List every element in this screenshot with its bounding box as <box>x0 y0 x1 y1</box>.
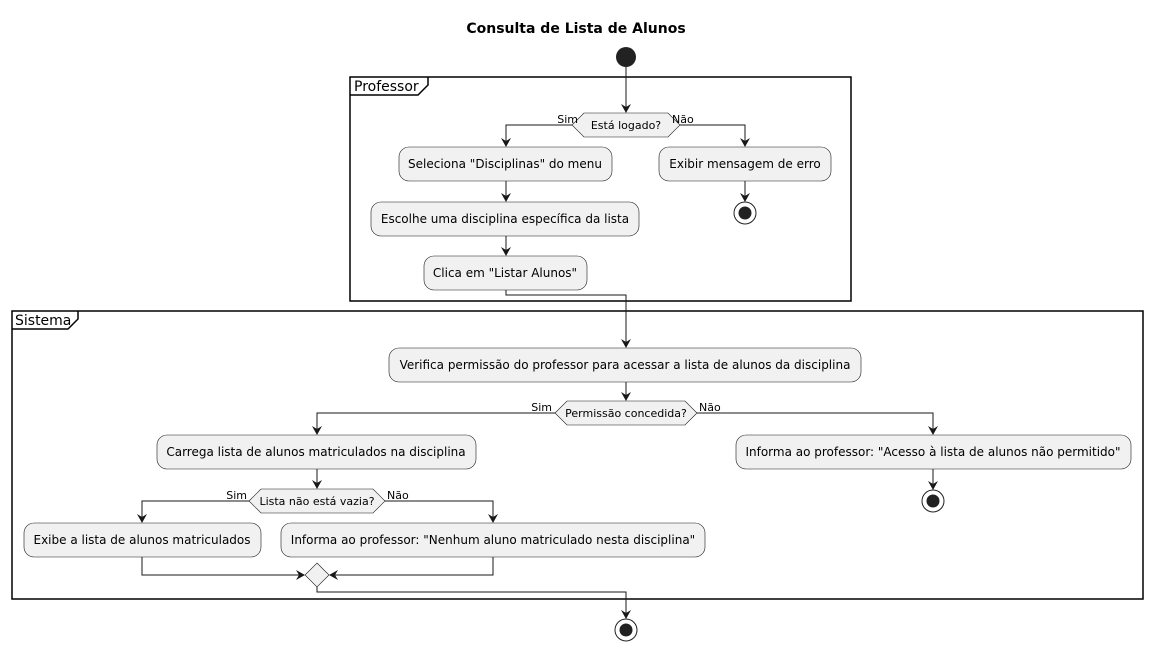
arrow-head <box>312 426 322 435</box>
partition-sistema: Sistema <box>11 310 1144 600</box>
stop-node-negado <box>926 494 940 508</box>
activity-carrega-label: Carrega lista de alunos matriculados na … <box>166 445 465 459</box>
flow-merge-to-stop <box>316 587 627 614</box>
arrow-head <box>137 514 147 523</box>
arrow-head <box>621 392 631 401</box>
decision-permissao-label: Permissão concedida? <box>565 407 687 420</box>
arrow-head <box>501 138 511 147</box>
arrow-head <box>296 570 305 580</box>
flow-logado-sim <box>505 124 572 142</box>
arrow-head <box>329 570 338 580</box>
partition-professor-tab <box>350 77 429 96</box>
flow-exibe-to-merge <box>141 557 300 576</box>
arrow-head <box>501 247 511 256</box>
decision-logado-no: Não <box>672 113 694 126</box>
flow-vazia-nao <box>385 500 494 518</box>
flow-clica-to-verifica <box>505 290 627 343</box>
arrow-head <box>928 426 938 435</box>
flow-logado-nao <box>680 124 746 142</box>
merge-node <box>304 562 330 588</box>
decision-vazia-yes: Sim <box>226 489 247 502</box>
arrow-head <box>312 480 322 489</box>
stop-node-negado-outer <box>921 489 945 513</box>
decision-vazia-no: Não <box>387 489 409 502</box>
partition-professor-label: Professor <box>354 79 419 95</box>
arrow-head <box>928 481 938 490</box>
activity-negado-label: Informa ao professor: "Acesso à lista de… <box>745 445 1120 459</box>
flow-nenhum-to-merge <box>334 557 494 576</box>
activity-verifica <box>388 347 862 383</box>
arrow-head <box>621 339 631 348</box>
decision-permissao-yes: Sim <box>531 401 552 414</box>
activity-erro-label: Exibir mensagem de erro <box>669 157 820 171</box>
arrow-head <box>621 104 631 113</box>
activity-seleciona-label: Seleciona "Disciplinas" do menu <box>408 157 602 171</box>
activity-escolhe <box>370 201 640 237</box>
activity-nenhum-label: Informa ao professor: "Nenhum aluno matr… <box>291 533 695 547</box>
activity-exibe-label: Exibe a lista de alunos matriculados <box>33 533 250 547</box>
decision-logado-label: Está logado? <box>591 119 661 132</box>
arrow-head <box>740 193 750 202</box>
diagram-title: Consulta de Lista de Alunos <box>466 21 685 37</box>
partition-professor-frame <box>349 76 852 302</box>
activity-verifica-label: Verifica permissão do professor para ace… <box>400 358 851 372</box>
arrow-head <box>621 610 631 619</box>
decision-vazia-label: Lista não está vazia? <box>259 495 374 508</box>
decision-permissao-no: Não <box>699 401 721 414</box>
arrow-head <box>740 138 750 147</box>
activity-clica-label: Clica em "Listar Alunos" <box>433 266 577 280</box>
flow-permissao-nao <box>697 412 934 430</box>
flow-permissao-sim <box>316 412 555 430</box>
partition-professor: Professor <box>349 76 852 302</box>
stop-node-final <box>619 623 633 637</box>
arrow-head <box>501 193 511 202</box>
stop-node-erro-outer <box>733 201 757 225</box>
start-node <box>616 47 636 67</box>
stop-node-final-outer <box>614 618 638 642</box>
decision-logado-yes: Sim <box>557 113 578 126</box>
partition-sistema-frame <box>11 310 1144 600</box>
partition-sistema-label: Sistema <box>15 313 71 329</box>
activity-escolhe-label: Escolhe uma disciplina específica da lis… <box>381 212 629 226</box>
partition-sistema-tab <box>12 311 79 330</box>
flow-vazia-sim <box>141 500 249 518</box>
stop-node-erro <box>738 206 752 220</box>
arrow-head <box>488 514 498 523</box>
